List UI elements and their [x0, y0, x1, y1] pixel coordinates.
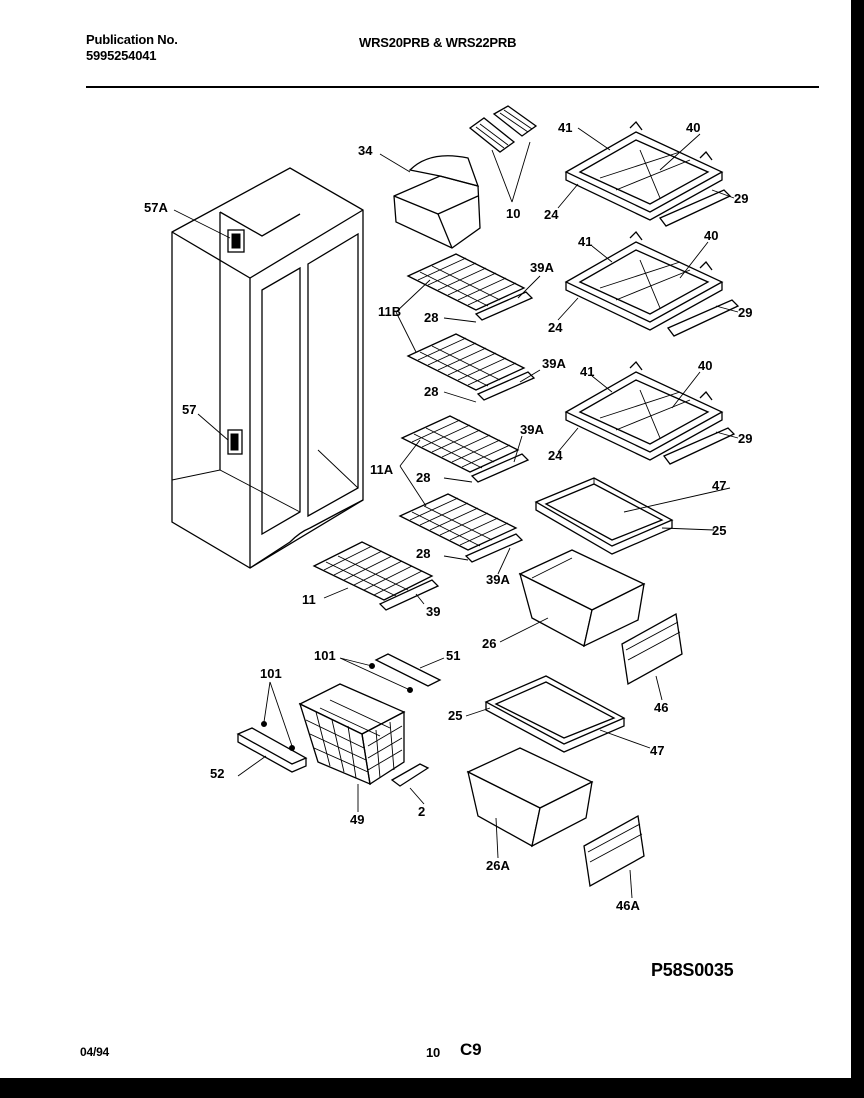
part-callouts: 57A 34 10 41 40 24 29 39A 11B 28 41 40 2…: [144, 120, 752, 913]
crisper-front-46: [621, 612, 683, 686]
callout-28: 28: [416, 470, 430, 485]
scan-border-bottom: [0, 1078, 864, 1098]
callout-26: 26: [482, 636, 496, 651]
callout-29: 29: [738, 431, 752, 446]
callout-28: 28: [416, 546, 430, 561]
callout-46: 46: [654, 700, 668, 715]
callout-24: 24: [548, 320, 563, 335]
cover-parts-10: [468, 105, 538, 153]
callout-26a: 26A: [486, 858, 510, 873]
callout-40: 40: [698, 358, 712, 373]
callout-10: 10: [506, 206, 520, 221]
callout-11a: 11A: [370, 462, 394, 477]
publication-label: Publication No.: [86, 32, 178, 47]
callout-29: 29: [734, 191, 748, 206]
track-51: [374, 653, 442, 687]
callout-25: 25: [712, 523, 726, 538]
crisper-pan-26a: [466, 747, 594, 848]
crisper-front-46a: [583, 814, 645, 888]
refrigerator-cabinet: [171, 167, 364, 569]
glass-shelf-middle: [564, 231, 740, 337]
model-numbers: WRS20PRB & WRS22PRB: [359, 35, 517, 50]
header-rule: [86, 86, 819, 88]
callout-25: 25: [448, 708, 462, 723]
dairy-bin-34: [393, 155, 481, 249]
callout-29: 29: [738, 305, 752, 320]
crisper-cover-lower: [484, 675, 626, 753]
callout-51: 51: [446, 648, 460, 663]
callout-46a: 46A: [616, 898, 640, 913]
callout-101: 101: [314, 648, 336, 663]
glass-shelf-lower: [564, 361, 736, 465]
crisper-cover-upper: [534, 477, 674, 555]
wire-shelf-11b-lower: [406, 333, 536, 401]
wire-shelf-11a-lower: [398, 493, 524, 563]
freezer-basket-49: [298, 683, 406, 786]
section-code: C9: [460, 1040, 482, 1059]
glass-shelf-upper: [564, 121, 732, 227]
callout-39a: 39A: [530, 260, 554, 275]
callout-28: 28: [424, 384, 438, 399]
callout-24: 24: [544, 207, 559, 222]
callout-57a: 57A: [144, 200, 168, 215]
revision-date: 04/94: [80, 1045, 110, 1059]
callout-39a: 39A: [520, 422, 544, 437]
callout-101: 101: [260, 666, 282, 681]
callout-41: 41: [578, 234, 592, 249]
callout-39: 39: [426, 604, 440, 619]
callout-40: 40: [704, 228, 718, 243]
track-2: [390, 763, 430, 787]
leader-lines: [173, 127, 739, 899]
callout-57: 57: [182, 402, 196, 417]
callout-47: 47: [650, 743, 664, 758]
scan-border-right: [851, 0, 864, 1098]
callout-41: 41: [580, 364, 594, 379]
page-number: 10: [426, 1045, 441, 1060]
callout-34: 34: [358, 143, 373, 158]
crisper-pan-26: [518, 549, 646, 648]
callout-40: 40: [686, 120, 700, 135]
callout-11: 11: [302, 592, 316, 607]
bracket-52: [236, 727, 308, 773]
callout-2: 2: [418, 804, 425, 819]
callout-49: 49: [350, 812, 364, 827]
publication-number: 5995254041: [86, 48, 157, 63]
callout-11b: 11B: [378, 304, 401, 319]
callout-47: 47: [712, 478, 726, 493]
callout-52: 52: [210, 766, 224, 781]
callout-24: 24: [548, 448, 563, 463]
wire-shelf-11: [312, 541, 440, 611]
callout-28: 28: [424, 310, 438, 325]
callout-39a: 39A: [542, 356, 566, 371]
callout-39a: 39A: [486, 572, 510, 587]
callout-41: 41: [558, 120, 572, 135]
wire-shelf-11b-upper: [406, 253, 534, 321]
diagram-code: P58S0035: [651, 960, 734, 980]
